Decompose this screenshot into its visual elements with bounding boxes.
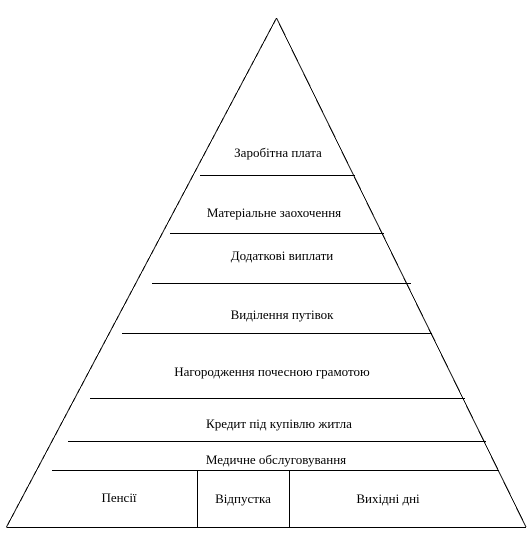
level-label-medical-service: Медичне обслуговування (206, 452, 346, 467)
base-label-pensions: Пенсії (101, 490, 136, 505)
level-label-housing-credit: Кредит під купівлю житла (206, 416, 352, 431)
level-label-salary: Заробітна плата (234, 145, 322, 160)
level-label-additional-payments: Додаткові виплати (231, 248, 334, 263)
level-label-honor-certificate: Нагородження почесною грамотою (174, 364, 370, 379)
level-label-vouchers: Виділення путівок (231, 307, 335, 322)
level-label-material-incentive: Матеріальне заохочення (207, 205, 341, 220)
pyramid-left-edge (6, 17, 277, 528)
pyramid-right-edge (276, 17, 527, 528)
base-label-vacation: Відпустка (215, 491, 271, 506)
base-label-days-off: Вихідні дні (356, 491, 420, 506)
